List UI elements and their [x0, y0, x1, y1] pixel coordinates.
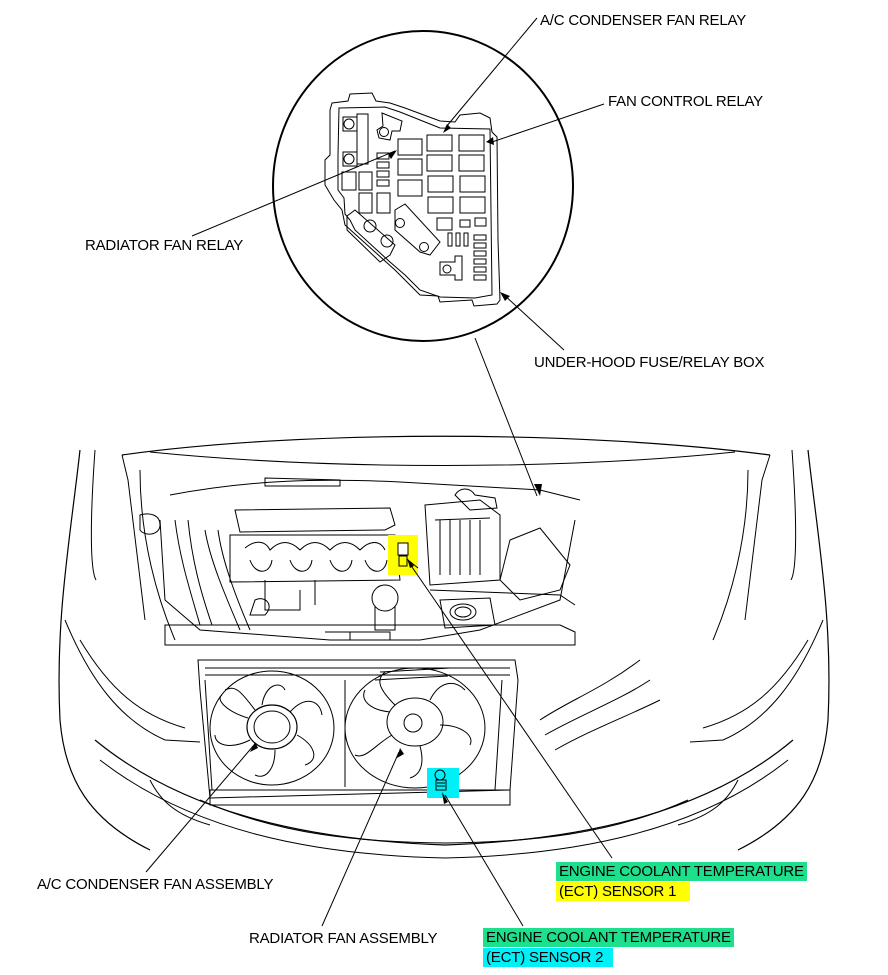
leader-ac-condenser-fan-assembly [145, 744, 255, 873]
fuse-box-inset [272, 30, 574, 342]
leader-ac-condenser-fan-relay [445, 17, 538, 128]
under-hood-fuse-relay-box [324, 92, 510, 307]
label-radiator-fan-assembly: RADIATOR FAN ASSEMBLY [249, 930, 438, 947]
radiator-fan-shroud [197, 659, 519, 806]
label-ac-condenser-fan-assembly: A/C CONDENSER FAN ASSEMBLY [37, 876, 274, 893]
leader-ect-sensor-1 [411, 566, 613, 859]
label-under-hood-fuse-relay-box: UNDER-HOOD FUSE/RELAY BOX [534, 354, 765, 371]
ect-sensor-2-location [427, 768, 459, 804]
label-ect-sensor-1-id: (ECT) SENSOR 1 [556, 882, 691, 901]
leader-radiator-fan-relay [191, 150, 396, 237]
leader-ect-sensor-2 [444, 794, 524, 927]
ac-condenser-fan [209, 670, 335, 786]
engine-bay [139, 477, 581, 646]
leader-lines-bottom [145, 566, 613, 927]
label-ac-condenser-fan-relay: A/C CONDENSER FAN RELAY [540, 12, 747, 29]
leader-inset-to-car [474, 337, 538, 497]
leader-under-hood-box [502, 293, 565, 351]
leader-fan-control-relay [491, 103, 605, 143]
label-ect-sensor-1-name: ENGINE COOLANT TEMPERATURE [556, 862, 807, 881]
leader-radiator-fan-assembly [321, 751, 400, 927]
radiator-fan [344, 667, 486, 789]
inset-circle [272, 30, 574, 342]
leader-lines-top [191, 17, 605, 497]
label-radiator-fan-relay: RADIATOR FAN RELAY [85, 237, 244, 254]
vehicle-front-outline [58, 435, 830, 859]
label-ect-sensor-2-id: (ECT) SENSOR 2 [483, 948, 614, 967]
label-fan-control-relay: FAN CONTROL RELAY [608, 93, 763, 110]
label-ect-sensor-2-name: ENGINE COOLANT TEMPERATURE [483, 928, 734, 947]
